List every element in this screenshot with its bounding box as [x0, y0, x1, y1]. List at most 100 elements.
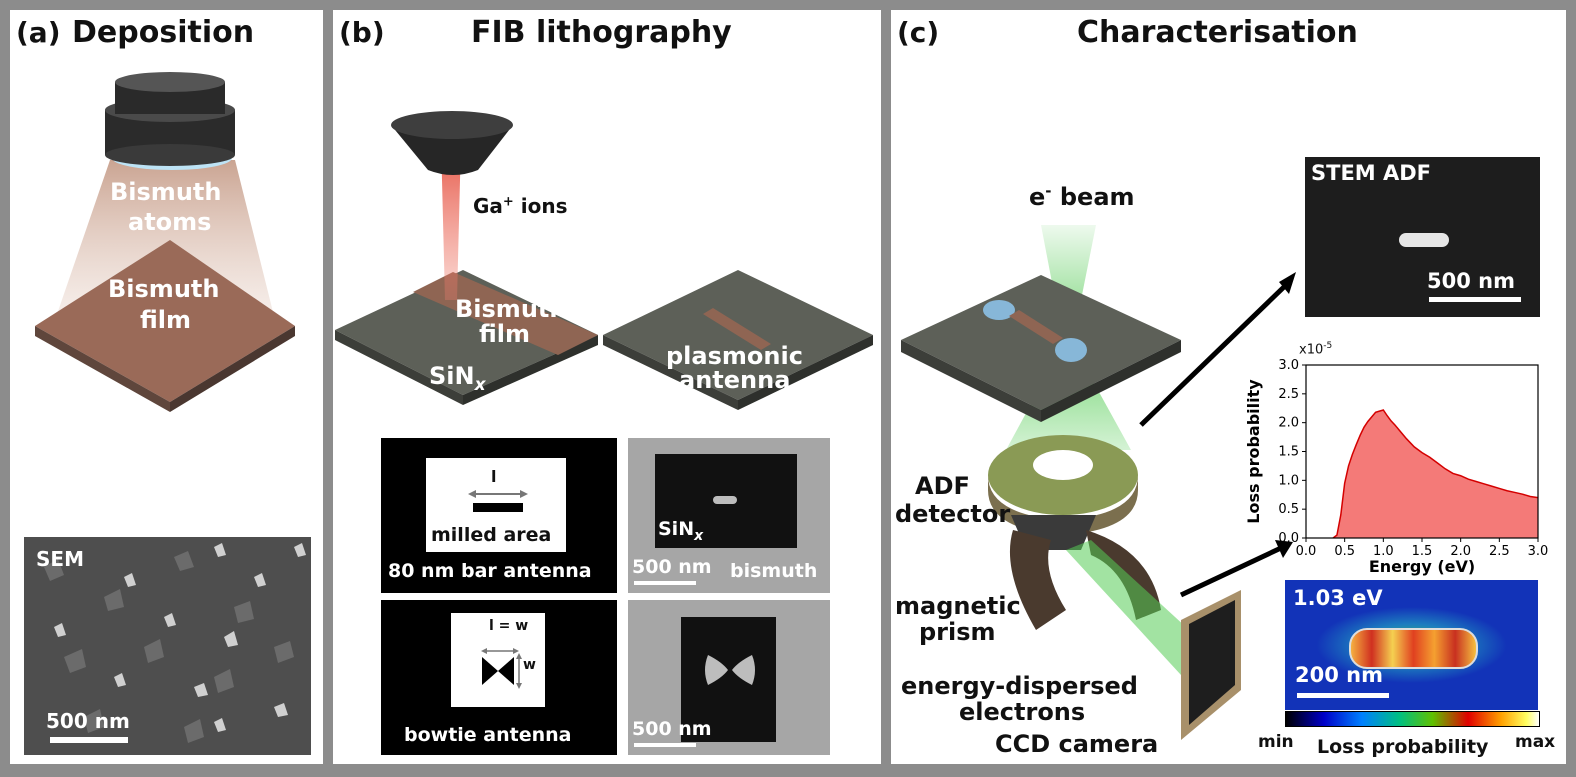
stem-scale-label: 500 nm: [1427, 269, 1515, 293]
substrate-slab-left: [335, 270, 598, 395]
bowtie-caption: bowtie antenna: [404, 724, 572, 746]
electrons-label-line2: electrons: [959, 698, 1086, 726]
film-slab-top: [35, 240, 295, 402]
y-tick-label: 2.5: [1278, 387, 1299, 402]
bowtie-shape: [481, 648, 522, 689]
spectrum-area: [1333, 409, 1538, 538]
ion-beam: [441, 140, 461, 300]
x-tick-label: 2.5: [1489, 544, 1510, 559]
x-axis-label: Energy (eV): [1369, 557, 1475, 576]
y-multiplier: x10-5: [1299, 341, 1333, 358]
prism-label-line1: magnetic: [895, 592, 1021, 620]
panel-a-tag: (a): [16, 16, 61, 49]
substrate-label: SiNx: [429, 362, 486, 395]
colorbar-title: Loss probability: [1317, 736, 1489, 758]
bar-antenna-3d: [703, 308, 771, 350]
adf-label-line1: ADF: [915, 472, 970, 500]
panel-fib-lithography: (b) FIB lithography Ga+ ions Bismuth fil…: [333, 10, 881, 764]
bowtie-milled-area: [451, 613, 545, 707]
map-antenna-hotspot: [1349, 628, 1478, 669]
bar-sem-substrate-label: SiNx: [658, 518, 704, 544]
adf-label-line2: detector: [895, 500, 1011, 528]
bar-caption: 80 nm bar antenna: [388, 560, 592, 582]
bar-length-arrow: [468, 490, 528, 498]
bar-sem-antenna: [713, 496, 737, 504]
stem-scale-bar: [1429, 297, 1521, 302]
antenna-label-line2: antenna: [679, 366, 791, 394]
bowtie-sem-milled-region: [681, 617, 776, 742]
bowtie-sem-scale-bar: [634, 743, 696, 747]
atoms-label-line2: atoms: [128, 208, 212, 236]
y-tick-label: 0.0: [1278, 531, 1299, 546]
y-tick-label: 3.0: [1278, 358, 1299, 373]
bowtie-w-label: w: [523, 657, 536, 673]
map-scale-bar: [1297, 693, 1389, 698]
arrow-to-stem: [1139, 283, 1288, 427]
eels-setup-illustration: [901, 225, 1296, 740]
panel-b-tag: (b): [339, 16, 385, 49]
sample-slab-top: [901, 275, 1181, 410]
sem-scale-bar: [50, 737, 128, 743]
panel-c-tag: (c): [897, 16, 940, 49]
bowtie-lw-label: l = w: [489, 618, 529, 634]
beam-label: e- beam: [1029, 182, 1135, 211]
y-tick-label: 0.5: [1278, 502, 1299, 517]
panel-deposition: (a) Deposition Bismuth atoms Bismuth fil…: [10, 10, 323, 764]
bar-sem-scale-label: 500 nm: [632, 556, 712, 578]
sem-label: SEM: [36, 547, 84, 571]
map-energy-label: 1.03 eV: [1293, 586, 1383, 610]
bar-design-panel: l milled area 80 nm bar antenna: [381, 438, 617, 593]
prism-label-line2: prism: [919, 618, 996, 646]
deposition-illustration: [35, 72, 295, 412]
colorbar-max-label: max: [1515, 732, 1556, 752]
fib-film-label-line1: Bismuth: [455, 295, 567, 323]
bar-sem-scale-bar: [634, 581, 696, 585]
panel-a-title: Deposition: [72, 15, 255, 50]
bowtie-design-panel: l = w w bowtie antenna: [381, 600, 617, 755]
x-tick-label: 1.0: [1373, 544, 1394, 559]
x-tick-label: 0.5: [1334, 544, 1355, 559]
map-scale-label: 200 nm: [1295, 663, 1383, 687]
loss-colorbar: [1285, 711, 1540, 727]
fib-film-label-line2: film: [479, 320, 531, 348]
ccd-camera-face: [1189, 600, 1235, 725]
x-tick-label: 0.0: [1296, 544, 1317, 559]
spectrum-line: [1332, 409, 1539, 539]
x-tick-label: 2.0: [1450, 544, 1471, 559]
ion-label: Ga+ ions: [473, 194, 568, 218]
bar-milled-label: milled area: [431, 524, 552, 546]
arrow-to-spectrum: [1179, 545, 1283, 598]
atoms-label-line1: Bismuth: [110, 178, 222, 206]
panel-characterisation: (c) Characterisation: [891, 10, 1566, 764]
y-tick-label: 1.5: [1278, 445, 1299, 460]
panel-c-title: Characterisation: [1077, 15, 1358, 50]
antenna-label-line1: plasmonic: [666, 342, 803, 370]
colorbar-min-label: min: [1258, 732, 1294, 752]
electrons-label-line1: energy-dispersed: [901, 672, 1138, 700]
stem-antenna: [1399, 233, 1449, 247]
bar-length-label: l: [491, 467, 497, 486]
bar-sem-image: SiNx 500 nm bismuth: [628, 438, 830, 593]
sample-antenna: [1009, 310, 1063, 344]
film-label-line1: Bismuth: [108, 275, 220, 303]
prism-left-pole: [1009, 530, 1066, 630]
loss-map-image: 1.03 eV 200 nm: [1285, 580, 1538, 710]
x-tick-label: 1.5: [1412, 544, 1433, 559]
incident-beam: [1041, 225, 1096, 340]
dispersed-beam: [1066, 540, 1211, 675]
y-axis-label: Loss probability: [1244, 379, 1263, 524]
bismuth-strip: [413, 272, 598, 355]
sem-image: SEM 500 nm: [24, 537, 311, 755]
panel-b-title: FIB lithography: [471, 15, 732, 50]
bowtie-sem-antenna: [705, 655, 755, 685]
sem-grain-texture: [44, 543, 306, 743]
fib-illustration: [335, 111, 873, 410]
y-tick-label: 1.0: [1278, 473, 1299, 488]
camera-label: CCD camera: [995, 730, 1159, 758]
bar-sem-material-label: bismuth: [730, 560, 818, 582]
sem-scale-label: 500 nm: [46, 709, 130, 733]
stem-adf-image: STEM ADF 500 nm: [1305, 157, 1540, 317]
bowtie-sem-scale-label: 500 nm: [632, 718, 712, 740]
stem-label: STEM ADF: [1311, 161, 1432, 185]
